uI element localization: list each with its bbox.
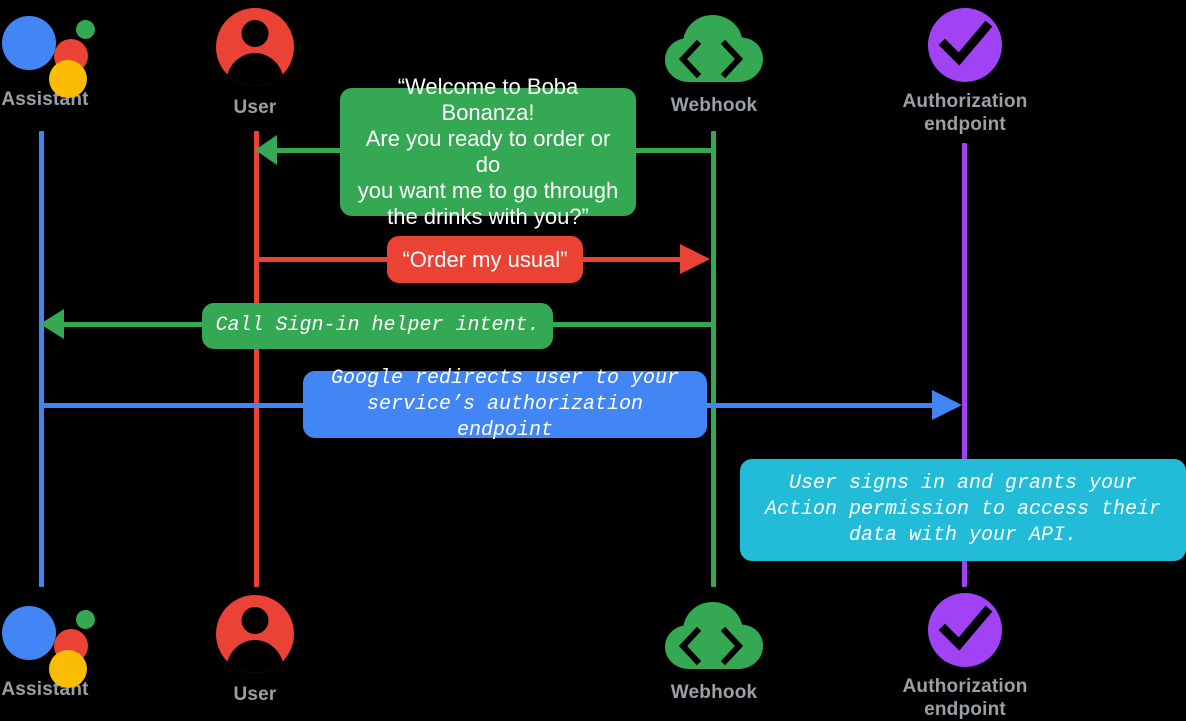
google-assistant-icon xyxy=(2,598,95,688)
google-assistant-icon xyxy=(2,8,95,98)
user-body-shape xyxy=(226,640,284,673)
assistant-dot-yellow xyxy=(49,60,87,98)
actor-webhook-bottom: Webhook xyxy=(658,595,770,704)
actor-user-top: User xyxy=(215,8,295,119)
purple-check-circle-icon xyxy=(928,8,1002,82)
message-bubble-welcome: “Welcome to Boba Bonanza! Are you ready … xyxy=(340,74,636,229)
purple-check-circle-icon xyxy=(928,593,1002,667)
actor-assistant-bottom: Assistant xyxy=(0,598,95,701)
actor-auth-bottom: Authorization endpoint xyxy=(880,593,1050,721)
actor-assistant-top: Assistant xyxy=(0,8,95,111)
user-avatar-icon xyxy=(216,8,294,86)
assistant-dot-green xyxy=(76,20,95,39)
assistant-dot-blue xyxy=(2,606,56,660)
actor-label-webhook: Webhook xyxy=(670,682,758,703)
user-head-shape xyxy=(241,607,269,634)
message-bubble-order: “Order my usual” xyxy=(387,236,583,283)
actor-label-auth: Authorization endpoint xyxy=(902,91,1028,135)
user-head-shape xyxy=(241,20,269,47)
cloud-code-icon xyxy=(659,8,769,86)
message-bubble-user-grants: User signs in and grants your Action per… xyxy=(740,459,1186,561)
actor-label-webhook: Webhook xyxy=(670,95,758,116)
arrowhead-redirect xyxy=(932,390,962,420)
cloud-code-icon xyxy=(659,595,769,673)
message-bubble-redirect: Google redirects user to your service’s … xyxy=(303,367,707,442)
user-body-shape xyxy=(226,53,284,86)
assistant-dot-yellow xyxy=(49,650,87,688)
arrowhead-signin xyxy=(40,309,64,339)
lifeline-user xyxy=(254,131,259,587)
actor-label-user: User xyxy=(233,97,277,118)
assistant-dot-blue xyxy=(2,16,56,70)
assistant-dot-green xyxy=(76,610,95,629)
actor-auth-top: Authorization endpoint xyxy=(880,8,1050,136)
arrowhead-order xyxy=(680,244,710,274)
arrowhead-welcome xyxy=(255,135,277,165)
actor-webhook-top: Webhook xyxy=(658,8,770,117)
user-avatar-icon xyxy=(216,595,294,673)
lifeline-auth xyxy=(962,143,967,587)
actor-label-user: User xyxy=(233,684,277,705)
lifeline-assistant xyxy=(39,131,44,587)
lifeline-webhook xyxy=(711,131,716,587)
actor-label-auth: Authorization endpoint xyxy=(902,676,1028,720)
actor-user-bottom: User xyxy=(215,595,295,706)
message-bubble-signin: Call Sign-in helper intent. xyxy=(202,303,553,349)
